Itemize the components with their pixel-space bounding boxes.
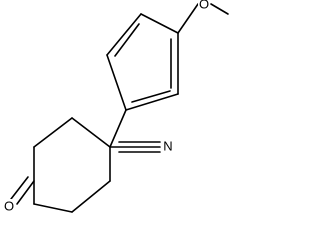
nitrile-group: N <box>109 138 176 155</box>
carbonyl-bond-a <box>16 180 35 205</box>
aromatic-bond-2 <box>106 13 142 56</box>
carbonyl-bond-b <box>10 176 29 200</box>
bond-methyl-oxygen <box>210 3 229 15</box>
ring-bond-1 <box>71 117 111 148</box>
ring-bond-4 <box>33 203 73 213</box>
ring-bond-5 <box>71 180 111 213</box>
aromatic-inner-bond-2 <box>114 23 140 57</box>
aromatic-bond-4 <box>125 93 179 111</box>
carbonyl-oxygen-label: O <box>4 198 14 213</box>
aromatic-inner-bond-3 <box>131 90 171 103</box>
molecule-structure: O O <box>3 0 229 214</box>
carbonyl-group: O <box>3 176 35 214</box>
para-methoxyphenyl-ring <box>106 13 179 111</box>
molecule-canvas: O O <box>3 0 229 214</box>
carbonyl-oxygen-label-bg <box>3 199 16 214</box>
bond-aryl-quaternary-carbon <box>109 109 127 148</box>
aromatic-bond-1 <box>140 13 179 34</box>
nitrile-nitrogen-label-bg <box>161 139 176 155</box>
methoxy-oxygen-label-bg <box>198 0 210 12</box>
methoxy-oxygen-label: O <box>199 0 209 11</box>
aromatic-bond-3 <box>106 54 127 111</box>
nitrile-nitrogen-label: N <box>163 138 172 153</box>
cyclohexanone-ring <box>33 109 127 213</box>
ring-bond-2 <box>33 117 73 148</box>
methoxy-group: O <box>177 0 229 34</box>
bond-oxygen-aryl <box>177 3 199 34</box>
